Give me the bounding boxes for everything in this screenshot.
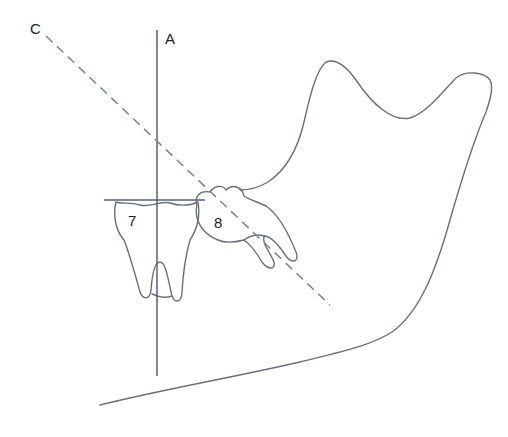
mandible-outline [100, 61, 492, 405]
axis-line-a [156, 30, 158, 376]
axis-line-c [46, 36, 330, 305]
second-molar-root-line [152, 294, 172, 297]
tooth-number: 7 [126, 212, 138, 229]
occlusal-line [104, 199, 205, 201]
line-label: C [28, 20, 43, 37]
third-molar-root-line [244, 235, 264, 240]
third-molar [196, 186, 297, 268]
tooth-number: 8 [212, 214, 224, 231]
line-label: A [163, 30, 177, 47]
